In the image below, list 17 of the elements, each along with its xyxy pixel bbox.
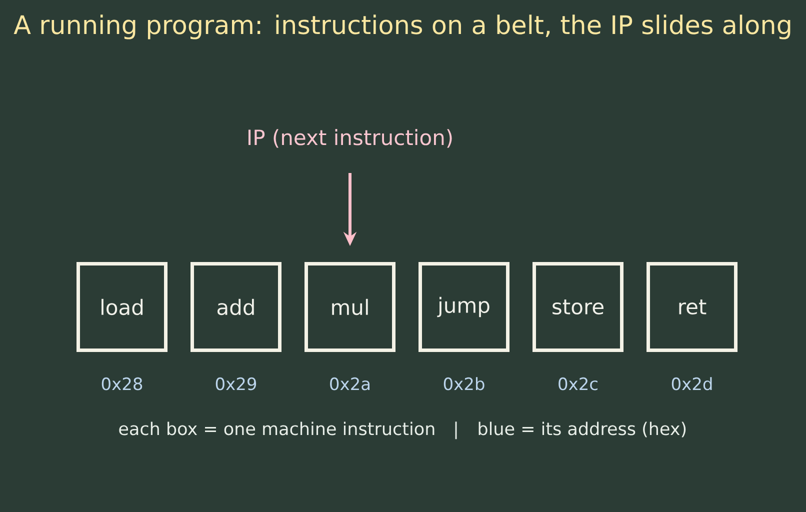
address-label: 0x2a [330, 377, 370, 390]
instruction-box: jump [418, 262, 510, 352]
address-label: 0x2d [672, 377, 712, 390]
instruction-box: store [532, 262, 624, 352]
title: A running program: instructions on a belt, the IP slides along [14, 14, 790, 40]
instruction-box: ret [646, 262, 738, 352]
separator: | [455, 422, 457, 440]
note: blue = its address (hex) [478, 422, 686, 438]
address-label: 0x2b [444, 377, 484, 390]
instruction-box: load [76, 262, 168, 352]
pointer-label: IP (next instruction) [248, 129, 452, 148]
note: each box = one machine instruction [119, 422, 434, 436]
instruction-box: mul [304, 262, 396, 352]
instruction-box: add [190, 262, 282, 352]
address-label: 0x28 [102, 377, 142, 390]
address-label: 0x2c [558, 377, 598, 390]
address-label: 0x29 [216, 377, 256, 390]
